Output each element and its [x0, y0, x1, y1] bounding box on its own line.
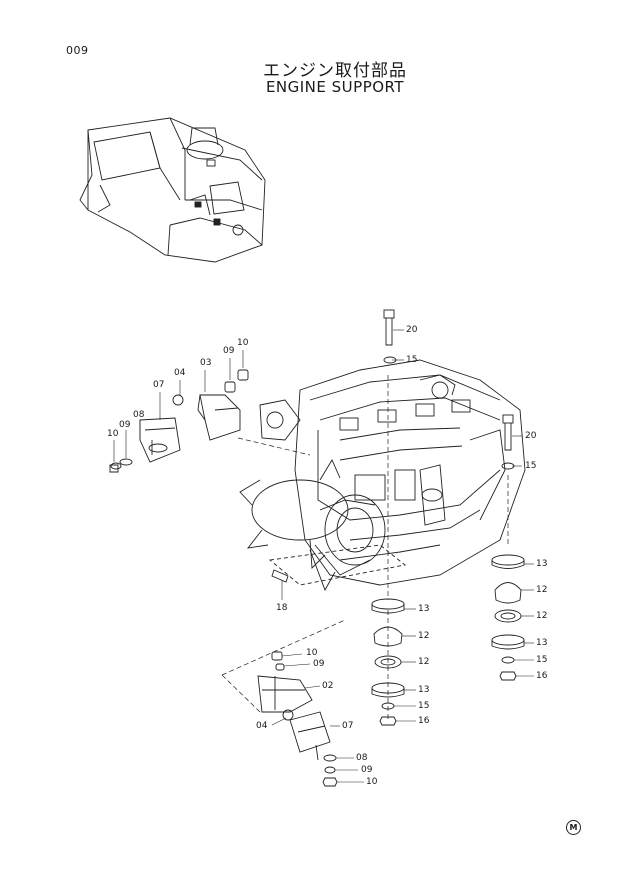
part-label: 03 — [200, 358, 212, 368]
engine-mount-plate — [268, 544, 407, 586]
part-label: 15 — [418, 701, 430, 711]
part-label: 12 — [536, 585, 548, 595]
part-label: 20 — [525, 431, 537, 441]
part-label: 10 — [306, 648, 318, 658]
excavator-thumbnail — [79, 117, 266, 263]
label-leaders — [113, 329, 534, 783]
center-mount-stack — [371, 598, 405, 726]
part-label: 09 — [313, 659, 325, 669]
part-label: 13 — [536, 638, 548, 648]
part-label: 13 — [418, 604, 430, 614]
page-title-japanese: エンジン取付部品 — [263, 61, 407, 81]
part-label: 09 — [119, 420, 131, 430]
part-label: 15 — [536, 655, 548, 665]
part-label: 08 — [356, 753, 368, 763]
engine-block — [259, 359, 526, 586]
part-label: 12 — [536, 611, 548, 621]
part-label: 15 — [525, 461, 537, 471]
part-label: 09 — [361, 765, 373, 775]
part-label: 13 — [418, 685, 430, 695]
leader-lines — [221, 375, 509, 720]
part-label: 15 — [406, 355, 418, 365]
upper-left-bracket-group — [109, 369, 249, 473]
cooling-fan — [239, 459, 386, 592]
part-label: 16 — [418, 716, 430, 726]
part-label: 16 — [536, 671, 548, 681]
part-label: 13 — [536, 559, 548, 569]
part-label: 07 — [153, 380, 165, 390]
part-label: 02 — [322, 681, 334, 691]
page-title-english: ENGINE SUPPORT — [265, 78, 405, 96]
part-label: 08 — [133, 410, 145, 420]
part-label: 09 — [223, 346, 235, 356]
part-label: 18 — [276, 603, 288, 613]
part-label: 10 — [107, 429, 119, 439]
part-label: 12 — [418, 631, 430, 641]
part-label: 12 — [418, 657, 430, 667]
bolts-and-washers — [271, 309, 515, 583]
lower-left-bracket-group — [257, 651, 338, 787]
part-label: 10 — [237, 338, 249, 348]
part-label: 04 — [256, 721, 268, 731]
part-label: 10 — [366, 777, 378, 787]
page-number: 009 — [66, 44, 89, 57]
right-mount-stack — [491, 554, 525, 681]
part-label: 20 — [406, 325, 418, 335]
part-label: 04 — [174, 368, 186, 378]
part-label: 07 — [342, 721, 354, 731]
corner-mark: M — [566, 820, 581, 835]
